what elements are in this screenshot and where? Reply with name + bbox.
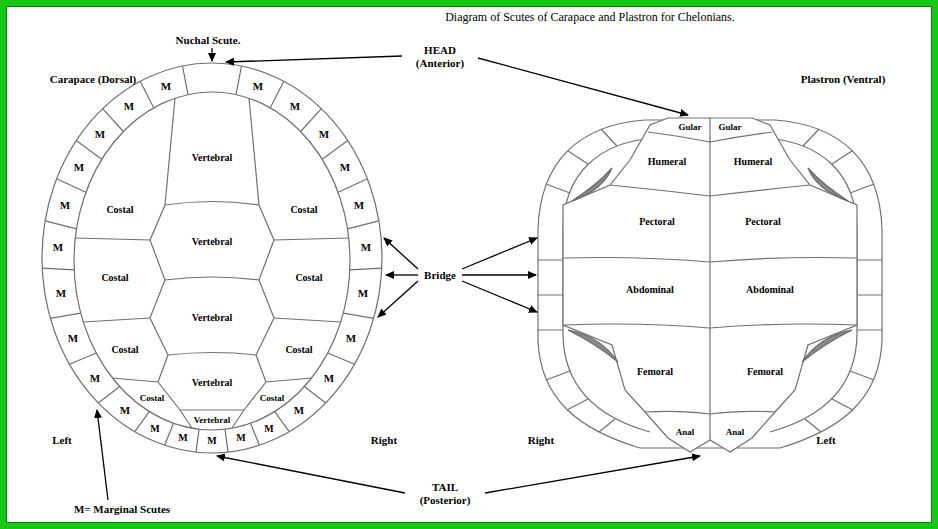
- scute-label: Costal: [106, 204, 133, 216]
- marginal-label: M: [74, 161, 84, 174]
- scute-label: Pectoral: [745, 216, 781, 228]
- marginal-label: M: [53, 241, 63, 254]
- marginal-label: M: [354, 199, 364, 212]
- scute-label: Vertebral: [192, 312, 233, 324]
- scute-label: Femoral: [637, 366, 673, 378]
- scute-label: Costal: [285, 344, 312, 356]
- marginal-label: M: [95, 128, 105, 141]
- scute-label: Costal: [111, 344, 138, 356]
- scute-label: Costal: [140, 393, 165, 403]
- marginal-label: M: [124, 100, 134, 113]
- annotation-label: Plastron (Ventral): [801, 73, 886, 86]
- annotation-label: Left: [816, 434, 836, 447]
- scute-label: Abdominal: [626, 284, 674, 296]
- annotation-label: Right: [371, 434, 397, 447]
- marginal-label: M: [324, 372, 334, 385]
- scute-label: Femoral: [747, 366, 783, 378]
- annotation-label: Carapace (Dorsal): [50, 73, 136, 86]
- scute-label: Costal: [260, 393, 285, 403]
- plastron-drawing: [538, 118, 882, 452]
- marginal-label: M: [178, 432, 187, 444]
- annotation-label: Nuchal Scute.: [176, 34, 241, 47]
- scute-label: Vertebral: [192, 377, 233, 389]
- scute-label: Anal: [676, 427, 695, 437]
- marginal-label: M: [236, 432, 245, 444]
- annotation-label: Right: [528, 434, 554, 447]
- annotation-label: M= Marginal Scutes: [74, 503, 170, 516]
- scute-label: Costal: [101, 272, 128, 284]
- marginal-label: M: [346, 332, 356, 345]
- diagram-title: Diagram of Scutes of Carapace and Plastr…: [445, 11, 735, 25]
- pointer-arrows: [97, 48, 700, 500]
- marginal-label: M: [340, 161, 350, 174]
- scute-label: Humeral: [734, 156, 772, 168]
- scute-label: Gular: [718, 122, 741, 132]
- marginal-label: M: [361, 241, 371, 254]
- marginal-label: M: [150, 423, 159, 435]
- marginal-label: M: [358, 287, 368, 300]
- scute-label: Pectoral: [639, 216, 675, 228]
- marginal-label: M: [161, 80, 171, 93]
- scute-label: Vertebral: [192, 152, 233, 164]
- scute-label: Vertebral: [192, 236, 233, 248]
- marginal-label: M: [319, 128, 329, 141]
- marginal-label: M: [264, 423, 273, 435]
- marginal-label: M: [56, 287, 66, 300]
- marginal-label: M: [290, 100, 300, 113]
- marginal-label: M: [294, 404, 304, 417]
- carapace-drawing: [42, 63, 382, 453]
- scute-label: Vertebral: [194, 415, 231, 425]
- marginal-label: M: [120, 404, 130, 417]
- marginal-label: M: [253, 80, 263, 93]
- scute-label: Costal: [290, 204, 317, 216]
- scute-label: Gular: [678, 122, 701, 132]
- annotation-label: Bridge: [424, 269, 456, 282]
- scute-label: Anal: [726, 427, 745, 437]
- annotation-label: HEAD (Anterior): [405, 44, 475, 69]
- marginal-label: M: [207, 435, 216, 447]
- marginal-label: M: [90, 372, 100, 385]
- marginal-label: M: [60, 199, 70, 212]
- annotation-label: TAIL (Posterior): [410, 481, 480, 506]
- scute-label: Abdominal: [746, 284, 794, 296]
- scute-label: Costal: [295, 272, 322, 284]
- scute-label: Humeral: [648, 156, 686, 168]
- marginal-label: M: [68, 332, 78, 345]
- annotation-label: Left: [52, 434, 72, 447]
